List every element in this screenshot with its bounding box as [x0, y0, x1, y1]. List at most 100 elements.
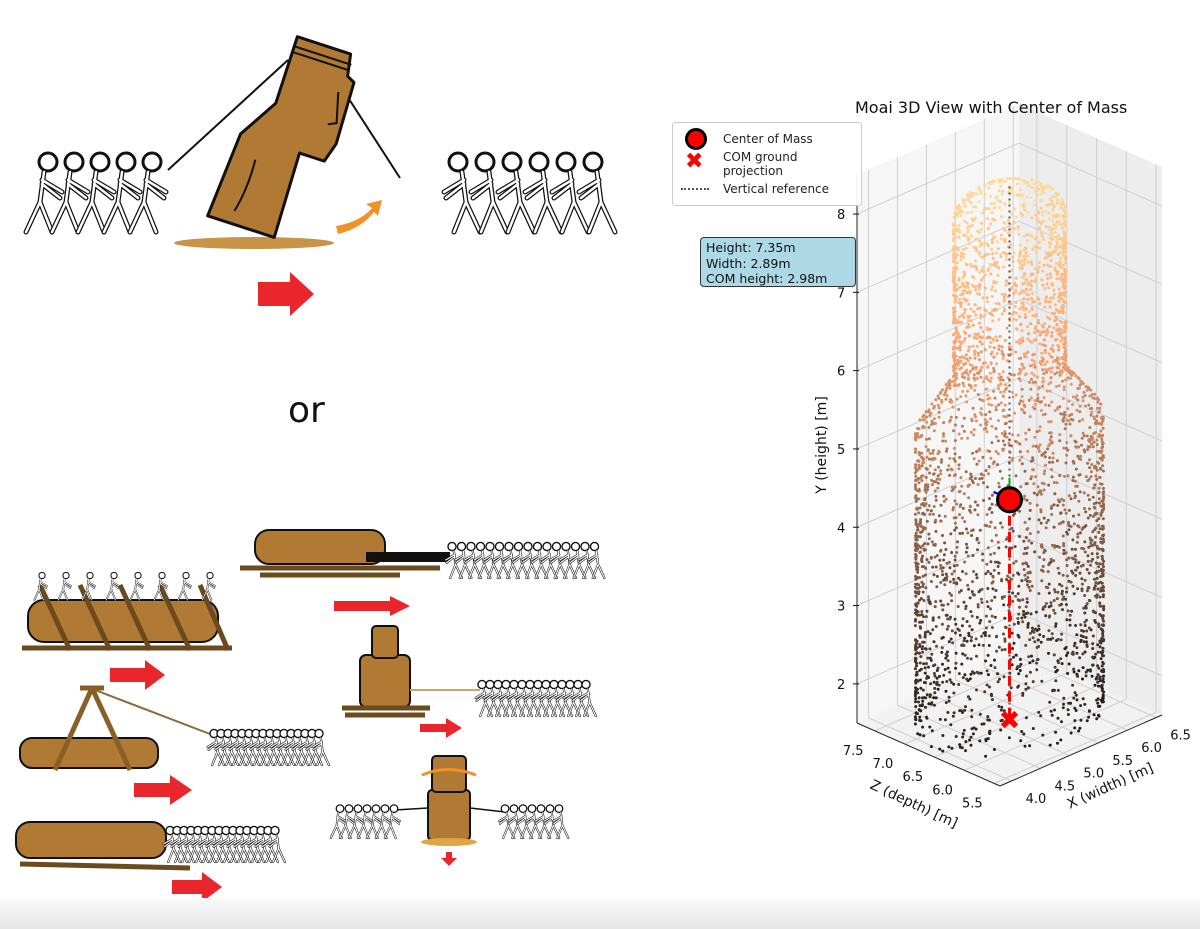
data-point [1059, 331, 1063, 335]
data-point [1002, 395, 1005, 399]
data-point [1038, 425, 1042, 429]
data-point [964, 604, 968, 608]
data-point [1092, 466, 1096, 470]
data-point [964, 262, 968, 266]
data-point [1070, 569, 1074, 573]
data-point [963, 204, 967, 208]
person-figure [543, 804, 561, 840]
data-point [937, 406, 941, 410]
data-point [962, 233, 966, 237]
data-point [959, 305, 963, 309]
data-point [1023, 262, 1027, 266]
data-point [986, 365, 989, 369]
data-point [1063, 508, 1067, 512]
data-point [1089, 541, 1093, 545]
data-point [1062, 232, 1066, 236]
data-point [1096, 650, 1100, 654]
data-point [968, 291, 972, 295]
data-point [978, 188, 982, 192]
data-point [989, 222, 993, 226]
data-point [1023, 405, 1027, 409]
data-point [1036, 399, 1040, 403]
person-figure [338, 804, 356, 840]
data-point [932, 417, 936, 421]
person-figure [218, 825, 238, 864]
data-point [999, 382, 1003, 386]
data-point [1027, 539, 1031, 543]
data-point [1033, 267, 1037, 271]
data-point [940, 400, 944, 404]
data-point [1022, 274, 1026, 278]
data-point [1064, 348, 1068, 352]
data-point [1035, 430, 1039, 434]
data-point [1066, 609, 1070, 613]
data-point [934, 565, 938, 569]
data-point [1027, 184, 1031, 188]
person-figure [101, 151, 143, 235]
data-point [1050, 475, 1054, 479]
person-figure [283, 728, 303, 767]
data-point [1028, 508, 1032, 512]
data-point [922, 548, 926, 552]
data-point [925, 716, 929, 720]
person-figure [525, 804, 543, 840]
data-point [1091, 663, 1094, 667]
data-point [1087, 709, 1091, 713]
data-point [958, 206, 962, 210]
data-point [966, 695, 970, 699]
data-point [1068, 613, 1072, 617]
data-point [938, 392, 942, 396]
data-point [1076, 565, 1080, 569]
data-point [1052, 288, 1056, 292]
data-point [1022, 497, 1026, 501]
data-point [1030, 371, 1034, 375]
data-point [1096, 400, 1100, 404]
data-point [1017, 340, 1021, 344]
data-point [968, 356, 972, 360]
data-point [1011, 529, 1015, 533]
data-point [1101, 562, 1105, 566]
data-point [973, 350, 977, 354]
data-point [937, 683, 941, 687]
data-point [926, 630, 930, 634]
data-point [939, 469, 943, 473]
data-point [1101, 646, 1105, 650]
y-gridline [1018, 612, 1163, 677]
data-point [1018, 402, 1021, 406]
data-point [1063, 353, 1067, 357]
data-point [984, 413, 988, 417]
data-point [938, 747, 942, 751]
data-point [952, 257, 956, 261]
data-point [1040, 579, 1044, 583]
data-point [1088, 498, 1091, 502]
data-point [982, 473, 986, 477]
person-head [63, 151, 85, 173]
data-point [1030, 186, 1034, 190]
person-figure [81, 571, 96, 601]
person-figure [441, 151, 483, 235]
data-point [954, 622, 958, 626]
data-point [984, 361, 987, 365]
data-point [961, 381, 965, 385]
data-point [1067, 414, 1071, 418]
person-figure [201, 571, 216, 601]
data-point [1062, 299, 1066, 303]
data-point [914, 494, 918, 498]
data-point [929, 745, 933, 749]
data-point [953, 521, 957, 525]
data-point [1052, 599, 1056, 602]
data-point [1102, 505, 1106, 509]
person-head [513, 541, 524, 552]
data-point [980, 601, 984, 604]
data-point [989, 560, 993, 564]
data-point [1014, 288, 1018, 292]
data-point [938, 558, 942, 562]
y-gridline [1018, 455, 1163, 520]
person-body-fill [102, 170, 142, 234]
data-point [965, 639, 969, 643]
data-point [942, 558, 946, 562]
data-point [1073, 496, 1077, 500]
data-point [1090, 538, 1094, 542]
data-point [1043, 322, 1047, 326]
data-point [968, 224, 972, 228]
